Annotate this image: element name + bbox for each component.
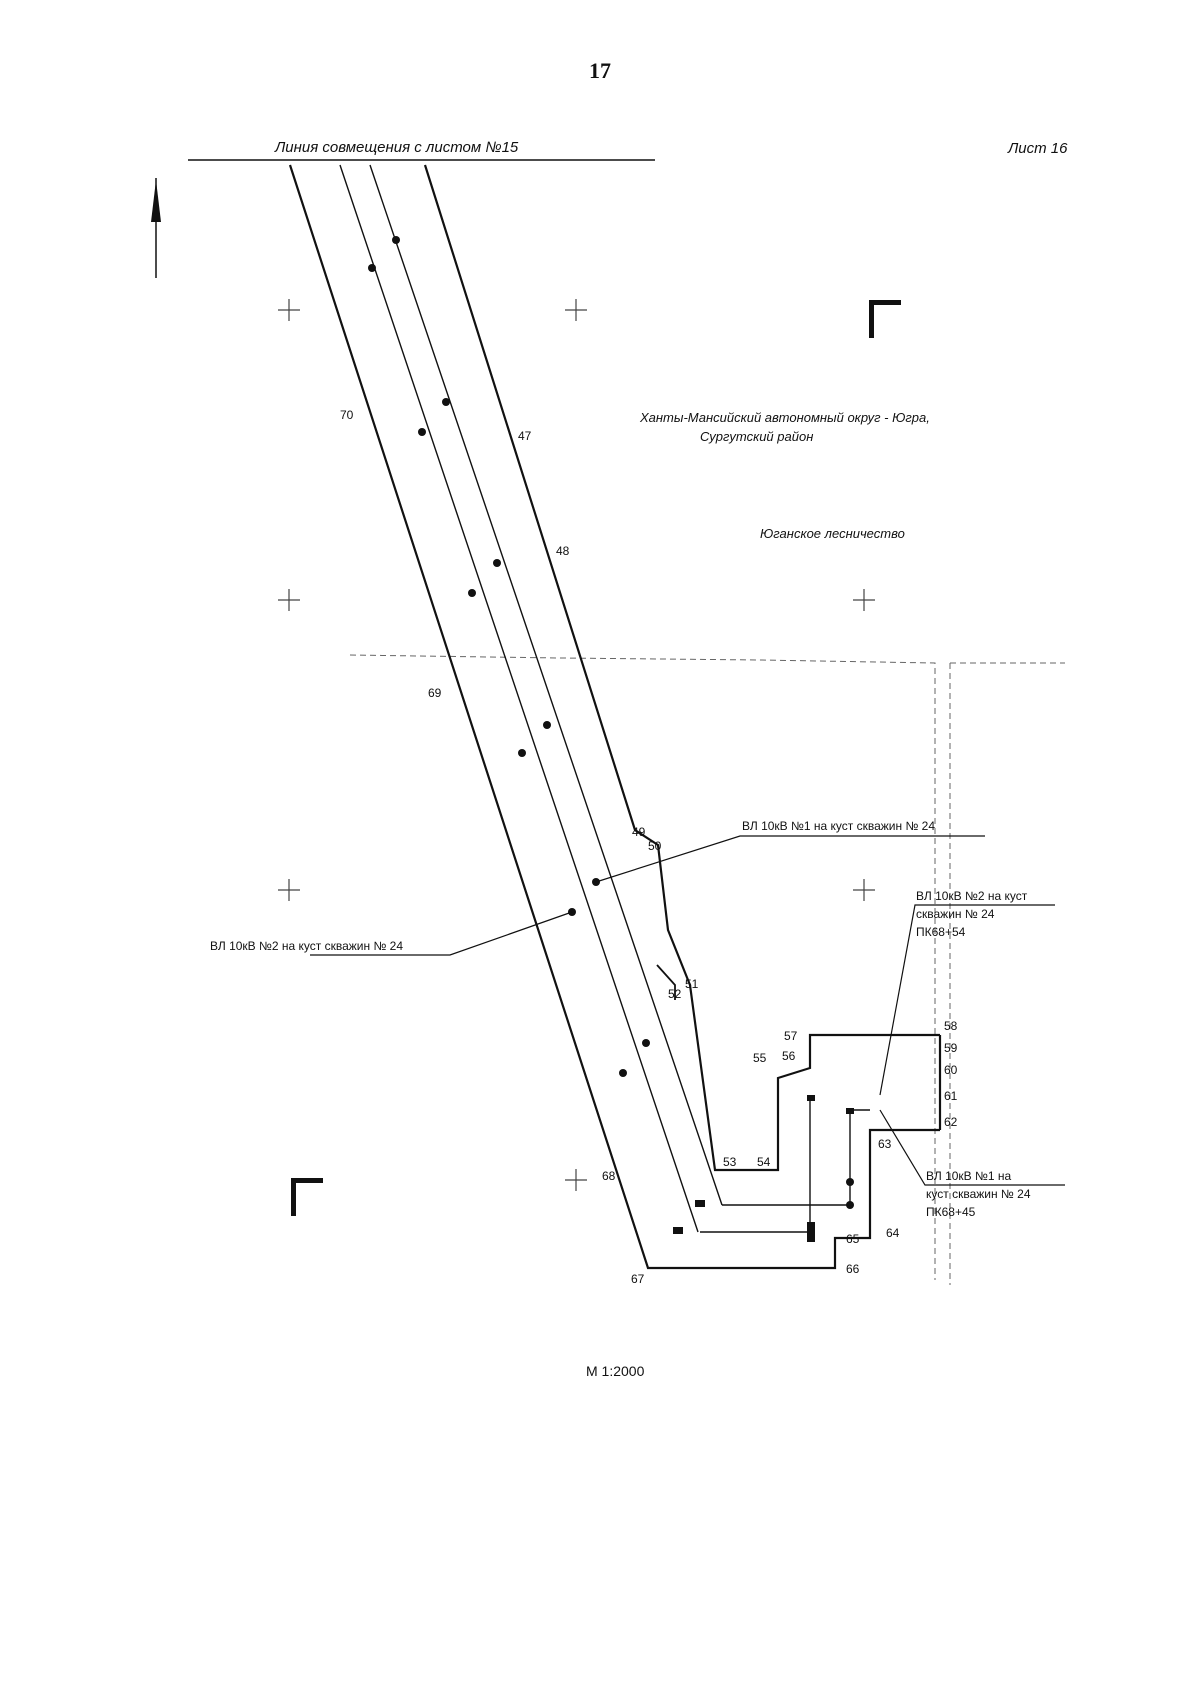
grid-crosses — [278, 299, 875, 1191]
point-label-47: 47 — [518, 429, 532, 443]
point-label-59: 59 — [944, 1041, 958, 1055]
supports — [368, 236, 854, 1242]
point-label-56: 56 — [782, 1049, 796, 1063]
region-name-line2: Сургутский район — [700, 429, 813, 444]
callout-vl1-main: ВЛ 10кВ №1 на куст скважин № 24 — [742, 819, 935, 833]
section-marker-bottom-icon — [291, 1178, 323, 1216]
point-label-51: 51 — [685, 977, 699, 991]
point-labels: 47 48 49 50 51 52 53 54 55 56 57 58 59 6… — [340, 408, 958, 1286]
point-label-69: 69 — [428, 686, 442, 700]
point-label-70: 70 — [340, 408, 354, 422]
point-label-52: 52 — [668, 987, 682, 1001]
page-number: 17 — [589, 58, 611, 83]
point-label-67: 67 — [631, 1272, 645, 1286]
callout-vl1-pk-line3: ПК68+45 — [926, 1205, 976, 1219]
point-label-54: 54 — [757, 1155, 771, 1169]
point-label-65: 65 — [846, 1232, 860, 1246]
point-label-55: 55 — [753, 1051, 767, 1065]
section-marker-top-icon — [869, 300, 901, 338]
notch-51-52 — [656, 964, 676, 1000]
point-label-68: 68 — [602, 1169, 616, 1183]
sheet-label: Лист 16 — [1008, 140, 1068, 157]
match-line-label: Линия совмещения с листом №15 — [275, 139, 519, 156]
vl-lines — [339, 164, 870, 1233]
callout-vl1-pk-line2: куст скважин № 24 — [926, 1187, 1031, 1201]
callout-vl1-pk-line1: ВЛ 10кВ №1 на — [926, 1169, 1012, 1183]
point-label-49: 49 — [632, 825, 646, 839]
forest-boundary — [349, 654, 1065, 1285]
scale-label: М 1:2000 — [586, 1363, 645, 1379]
callout-vl2-main: ВЛ 10кВ №2 на куст скважин № 24 — [210, 939, 403, 953]
region-name-line1: Ханты-Мансийский автономный округ - Югра… — [639, 410, 930, 425]
point-label-61: 61 — [944, 1089, 958, 1103]
point-label-62: 62 — [944, 1115, 958, 1129]
callout-leaders — [310, 835, 1065, 1186]
corridor-boundary — [288, 164, 942, 1270]
point-label-57: 57 — [784, 1029, 798, 1043]
point-label-48: 48 — [556, 544, 570, 558]
point-label-53: 53 — [723, 1155, 737, 1169]
callout-vl2-pk-line3: ПК68+54 — [916, 925, 966, 939]
callout-vl2-pk-line2: скважин № 24 — [916, 907, 995, 921]
point-label-66: 66 — [846, 1262, 860, 1276]
point-label-50: 50 — [648, 839, 662, 853]
north-arrow-icon — [151, 178, 161, 278]
point-label-63: 63 — [878, 1137, 892, 1151]
point-label-58: 58 — [944, 1019, 958, 1033]
callout-vl2-pk-line1: ВЛ 10кВ №2 на куст — [916, 889, 1028, 903]
forestry-name: Юганское лесничество — [760, 526, 905, 541]
point-label-64: 64 — [886, 1226, 900, 1240]
point-label-60: 60 — [944, 1063, 958, 1077]
